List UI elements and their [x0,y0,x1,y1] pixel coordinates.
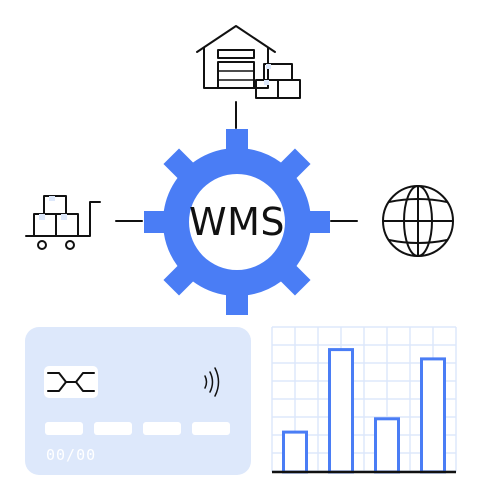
chart-bar [328,348,354,474]
warehouse-icon [196,25,301,99]
chart-bar [420,357,446,474]
connectors [115,101,358,222]
chart-bar [374,417,400,474]
cart-with-boxes-icon [25,195,101,250]
card-expiry: 00/00 [46,446,96,464]
chart-bar [282,430,308,474]
chart-bars [282,348,446,474]
hub-label: WMS [189,200,285,244]
card-number-slots [45,422,230,435]
gear-icon: WMS [144,129,330,315]
bar-chart [271,326,457,474]
gear-shape [144,129,330,315]
payment-card: 00/00 [25,327,251,475]
globe-icon [382,185,454,257]
contactless-icon [204,367,220,397]
card-chip-icon [44,366,98,398]
card-body [25,327,251,475]
